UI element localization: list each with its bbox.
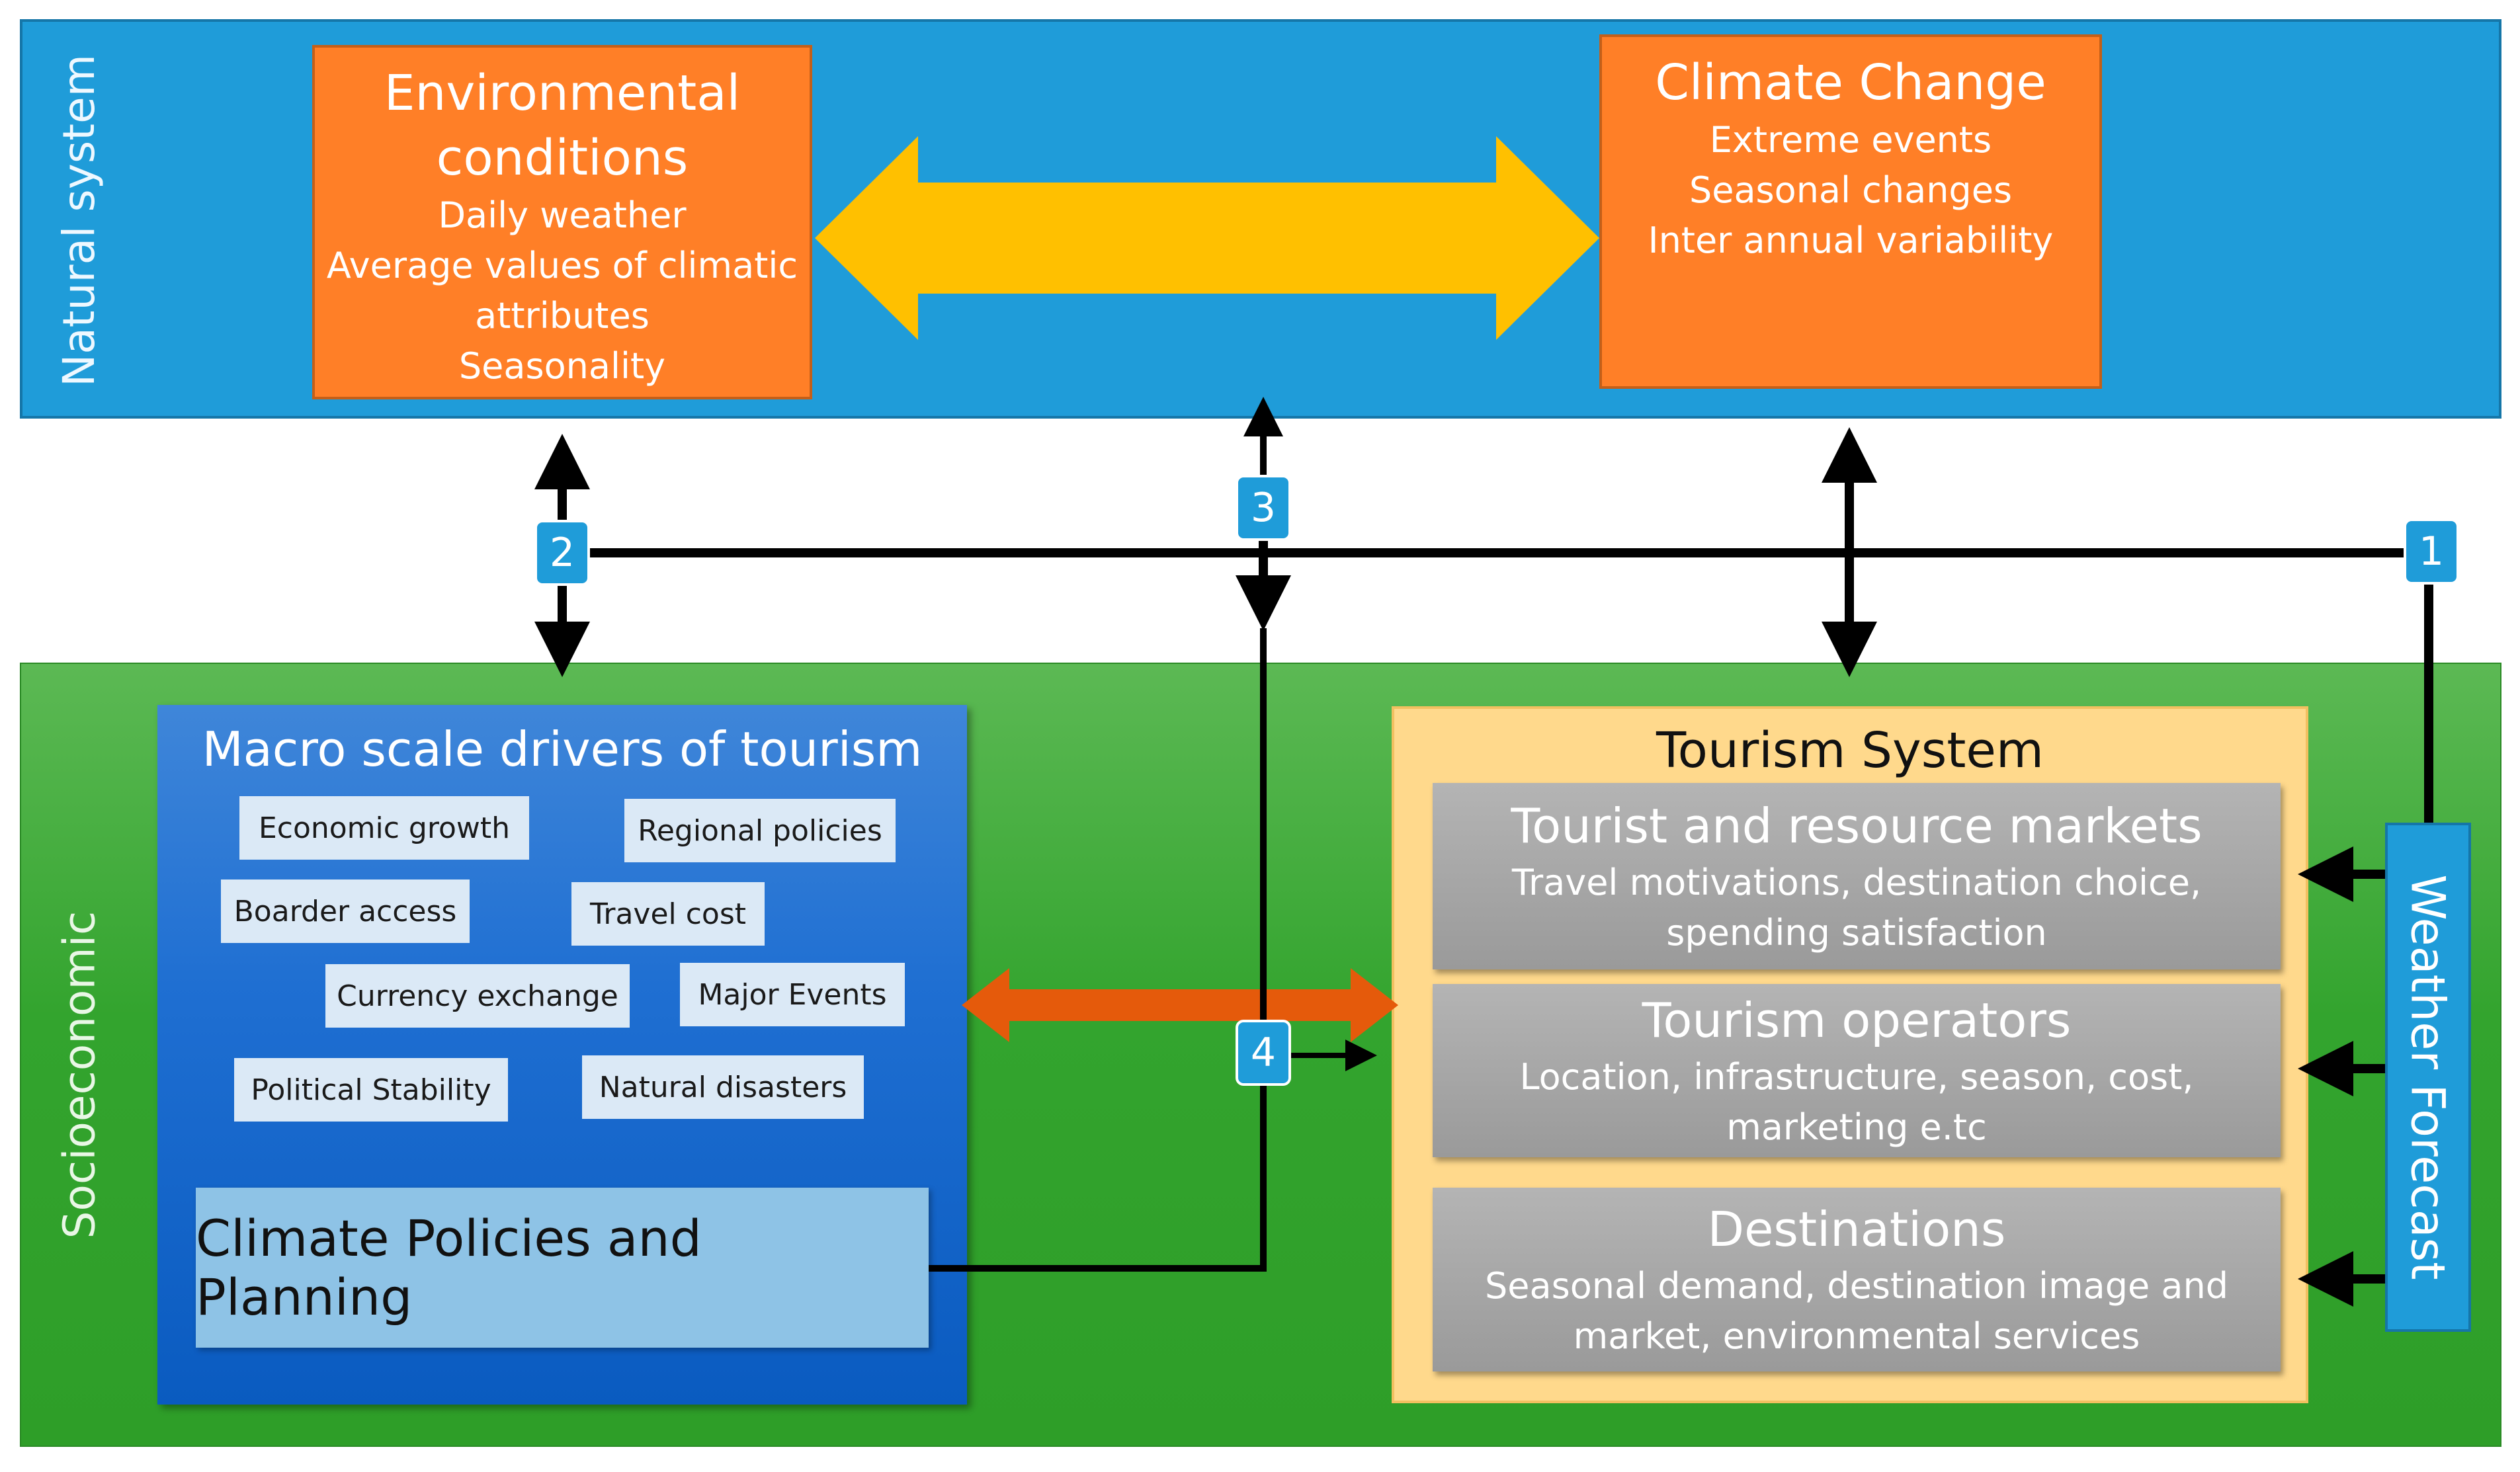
badge-3: 3 (1236, 475, 1291, 541)
climate-change-box: Climate Change Extreme events Seasonal c… (1599, 34, 2102, 389)
tourism-system-title: Tourism System (1656, 722, 2044, 779)
destinations-line: market, environmental services (1573, 1315, 2140, 1357)
tourism-operators-line: marketing e.tc (1726, 1106, 1987, 1148)
driver-chip-major-events: Major Events (680, 963, 905, 1026)
environmental-title-line2: conditions (436, 130, 689, 186)
driver-chip-currency-exchange: Currency exchange (325, 964, 630, 1028)
macro-drivers-title: Macro scale drivers of tourism (202, 721, 923, 777)
climate-policies-box: Climate Policies and Planning (196, 1188, 929, 1348)
environmental-line: Daily weather (438, 194, 687, 236)
tourist-markets-box: Tourist and resource markets Travel moti… (1433, 783, 2281, 969)
driver-chip-boarder-access: Boarder access (221, 879, 470, 943)
badge-2: 2 (534, 520, 590, 586)
driver-chip-economic-growth: Economic growth (239, 796, 529, 860)
environmental-line: Average values of climatic (326, 245, 798, 286)
policy-link-line (929, 628, 1267, 1272)
badge-1: 1 (2404, 518, 2459, 585)
driver-chip-natural-disasters: Natural disasters (582, 1055, 864, 1119)
climate-change-line: Seasonal changes (1689, 169, 2013, 211)
climate-change-title: Climate Change (1655, 54, 2046, 111)
destinations-box: Destinations Seasonal demand, destinatio… (1433, 1188, 2281, 1371)
driver-chip-regional-policies: Regional policies (624, 799, 896, 862)
environmental-line: Seasonality (458, 345, 666, 387)
tourist-markets-title: Tourist and resource markets (1511, 798, 2203, 854)
environmental-conditions-box: Environmental conditions Daily weather A… (312, 45, 812, 399)
badge-4: 4 (1236, 1020, 1291, 1086)
climate-change-line: Extreme events (1709, 119, 1992, 161)
environmental-title-line1: Environmental (384, 65, 741, 122)
orange-double-arrow (962, 968, 1398, 1042)
weather-forecast-box (2385, 823, 2471, 1332)
climate-change-line: Inter annual variability (1648, 220, 2054, 261)
destinations-line: Seasonal demand, destination image and (1485, 1265, 2228, 1307)
tourism-operators-line: Location, infrastructure, season, cost, (1519, 1056, 2194, 1098)
tourist-markets-line: Travel motivations, destination choice, (1511, 862, 2202, 903)
yellow-double-arrow (815, 136, 1599, 340)
tourist-markets-line: spending satisfaction (1666, 912, 2047, 954)
environmental-line: attributes (475, 295, 650, 337)
destinations-title: Destinations (1707, 1202, 2006, 1257)
driver-chip-political-stability: Political Stability (234, 1058, 508, 1122)
driver-chip-travel-cost: Travel cost (571, 882, 765, 946)
tourism-operators-box: Tourism operators Location, infrastructu… (1433, 984, 2281, 1157)
tourism-operators-title: Tourism operators (1642, 993, 2072, 1048)
